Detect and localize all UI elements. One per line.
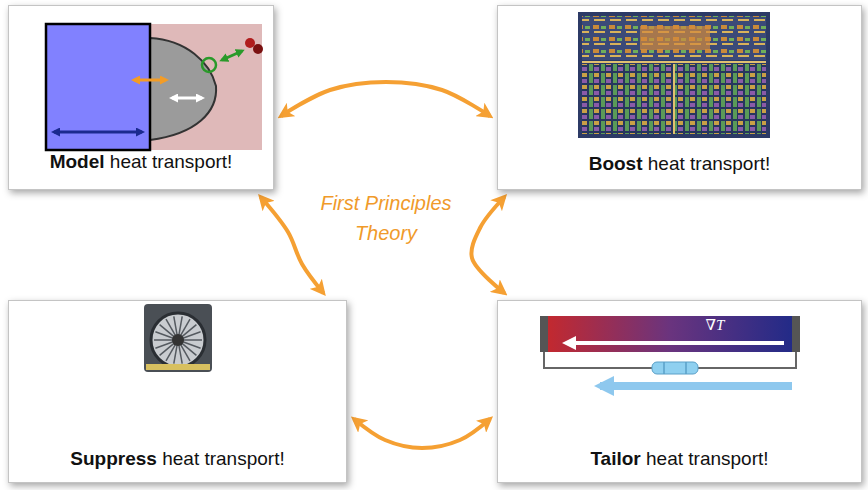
blue-arrow [54,131,142,134]
current-arrow [600,382,792,390]
caption-text: heat transport! [110,151,233,173]
load-symbol [663,362,665,374]
caption-verb: Boost [589,153,643,175]
panel-box: Modelheat transport! [8,5,274,190]
double-arrow [471,197,504,293]
gradient-label: ∇T [690,316,740,334]
thermoelectric-bar [540,316,800,352]
load-symbol [685,362,687,374]
fan-blades [160,325,197,356]
fan-blades [166,319,190,361]
chip-illustration [578,12,770,138]
molecule-ring [202,58,216,72]
center-title: First Principles Theory [296,188,476,248]
green-arrow [222,51,242,60]
load-symbol [652,362,698,374]
connector-group [261,82,505,448]
molecule-dot [245,38,255,48]
circuit-wire [544,352,652,368]
gradient-arrow [566,341,784,345]
bar-contact [540,316,548,352]
panel-box: Boostheat transport! [497,5,862,190]
double-arrow [354,419,490,448]
caption-verb: Suppress [70,448,157,470]
engine-photo [144,304,212,372]
engine-stand [146,364,210,370]
chip-bus [673,64,675,134]
orange-arrow [134,79,166,82]
caption-text: heat transport! [162,448,285,470]
panel-caption: Modelheat transport! [9,151,273,173]
solid-block [46,24,150,150]
chip-core [640,26,710,50]
chip-memory [582,64,766,134]
caption-verb: Tailor [590,448,640,470]
chip-bus [582,61,766,63]
caption-verb: Model [50,151,105,173]
caption-text: heat transport! [648,153,771,175]
fan-blades [155,332,200,348]
molecule-dot [253,44,263,54]
fan-blades [155,332,200,348]
engine-illustration [144,304,212,372]
fan-blades [166,319,190,361]
panel-caption: Suppressheat transport! [9,448,346,470]
bar-contact [792,316,800,352]
thermo-illustration [540,316,800,386]
fan-hub [172,334,184,346]
fan-blades [154,316,202,363]
circuit-wire [698,352,796,368]
panel-box: Tailor heat transport! [497,300,862,483]
double-arrow [281,82,490,116]
panel-caption: Boostheat transport! [498,153,861,175]
medium-region [150,24,262,150]
panel-caption: Tailor heat transport! [498,448,861,470]
model-illustration [46,24,263,150]
white-arrow [172,97,202,100]
interface-blob [150,38,216,140]
fan-blades [160,325,197,356]
caption-text: heat transport! [646,448,769,470]
chip-logic [582,16,766,60]
double-arrow [261,197,324,293]
panel-box: Suppressheat transport! [8,300,347,483]
engine-fan [151,313,205,367]
chip-die [578,12,770,138]
